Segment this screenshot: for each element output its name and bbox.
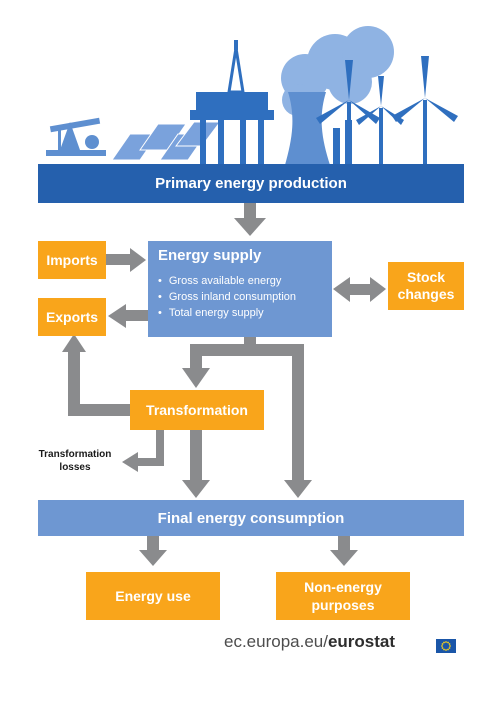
non-energy-purposes-line2: purposes [311, 597, 375, 613]
final-energy-consumption-label: Final energy consumption [157, 509, 345, 527]
transformation-losses-line1: Transformation [38, 449, 112, 460]
energy-use-label: Energy use [115, 588, 191, 604]
non-energy-purposes-line1: Non-energy [304, 579, 382, 595]
energy-illustration [46, 26, 458, 165]
transformation-label: Transformation [146, 402, 248, 418]
eu-flag-icon [436, 639, 456, 653]
footer-brand: eurostat [327, 632, 396, 651]
energy-supply-title: Energy supply [158, 247, 262, 264]
oil-pump-icon [46, 117, 106, 156]
imports-box: Imports [38, 241, 106, 279]
transformation-losses-label: Transformation losses [30, 448, 120, 474]
wind-turbine-icon [316, 56, 458, 165]
list-item: Gross inland consumption [158, 289, 296, 305]
eurostat-footer: ec.europa.eu/eurostat [224, 632, 395, 652]
stock-changes-label-line2: changes [397, 286, 455, 302]
stock-changes-label-line1: Stock [406, 269, 446, 285]
list-item: Total energy supply [158, 305, 296, 321]
energy-supply-list: Gross available energy Gross inland cons… [158, 273, 296, 321]
primary-energy-production-label: Primary energy production [155, 175, 347, 192]
exports-label: Exports [45, 309, 99, 325]
oil-rig-icon [190, 40, 274, 165]
solar-panels-icon [111, 121, 221, 161]
transformation-losses-line2: losses [59, 462, 91, 473]
energy-supply-box: Energy supply Gross available energy Gro… [148, 241, 332, 337]
final-energy-consumption-box: Final energy consumption [38, 500, 464, 536]
transformation-box: Transformation [130, 390, 264, 430]
imports-label: Imports [46, 252, 98, 268]
non-energy-purposes-box: Non-energy purposes [276, 572, 410, 620]
energy-use-box: Energy use [86, 572, 220, 620]
footer-site: ec.europa.eu/ [224, 632, 328, 651]
exports-box: Exports [38, 298, 106, 336]
list-item: Gross available energy [158, 273, 296, 289]
stock-changes-box: Stock changes [388, 262, 464, 310]
primary-energy-production-box: Primary energy production [38, 164, 464, 203]
